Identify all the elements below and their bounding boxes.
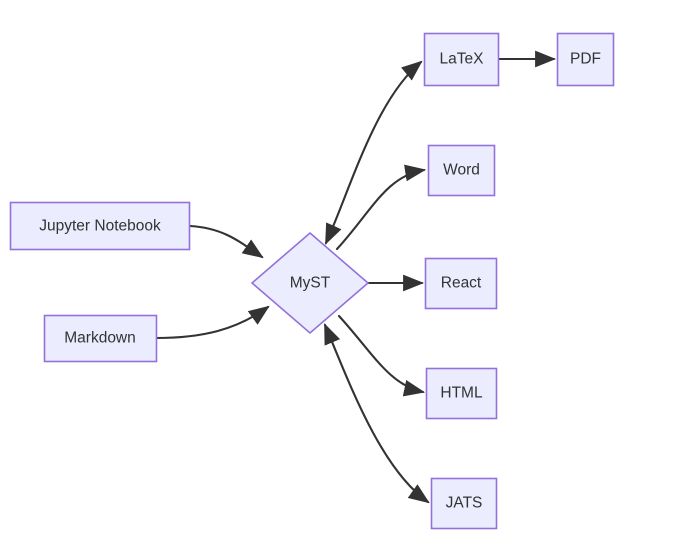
node-layer: Jupyter Notebook Markdown MyST LaTeX PDF	[9, 32, 615, 530]
edge-myst-to-jats[interactable]	[323, 323, 430, 504]
edge-jupyter-to-myst[interactable]	[188, 224, 264, 259]
edge-markdown-to-myst[interactable]	[154, 305, 270, 340]
node-latex[interactable]: LaTeX	[423, 32, 500, 87]
node-label-myst: MyST	[290, 275, 331, 292]
edge-myst-to-latex[interactable]	[324, 60, 423, 245]
node-markdown[interactable]: Markdown	[43, 314, 158, 363]
node-react[interactable]: React	[424, 257, 498, 310]
node-word[interactable]: Word	[427, 144, 496, 197]
node-label-latex: LaTeX	[440, 51, 485, 68]
node-label-html: HTML	[440, 385, 483, 402]
node-myst[interactable]: MyST	[250, 231, 370, 335]
edge-layer	[154, 50, 557, 504]
node-html[interactable]: HTML	[425, 367, 498, 420]
edge-myst-to-word[interactable]	[335, 164, 427, 251]
node-jats[interactable]: JATS	[430, 477, 498, 530]
edge-myst-to-html[interactable]	[337, 314, 426, 397]
node-jupyter-notebook[interactable]: Jupyter Notebook	[9, 201, 191, 251]
node-label-markdown: Markdown	[64, 330, 136, 347]
node-label-word: Word	[443, 162, 480, 179]
node-label-jupyter-notebook: Jupyter Notebook	[39, 218, 161, 235]
node-label-jats: JATS	[446, 495, 483, 512]
node-pdf[interactable]: PDF	[556, 32, 615, 87]
node-label-react: React	[441, 275, 482, 292]
node-label-pdf: PDF	[570, 51, 601, 68]
